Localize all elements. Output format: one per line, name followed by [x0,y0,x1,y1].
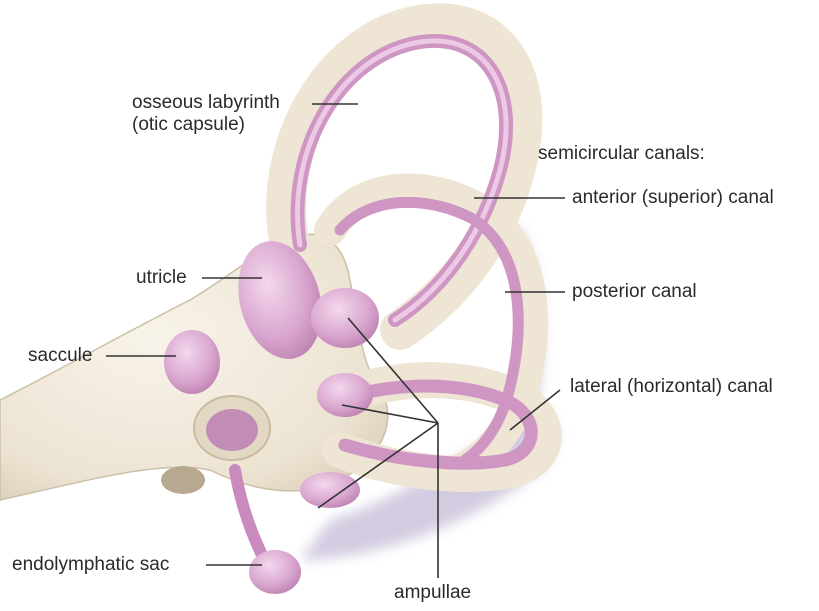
label-anterior-canal: anterior (superior) canal [572,187,774,209]
label-saccule: saccule [28,345,92,367]
label-otic-capsule: (otic capsule) [132,114,280,136]
label-endolymphatic-sac: endolymphatic sac [12,554,169,576]
label-lateral-canal: lateral (horizontal) canal [570,376,773,398]
label-osseous-labyrinth-line1: osseous labyrinth [132,92,280,114]
label-utricle: utricle [136,267,187,289]
label-posterior-canal: posterior canal [572,281,697,303]
label-osseous-labyrinth: osseous labyrinth (otic capsule) [132,92,280,136]
label-ampullae: ampullae [394,582,471,604]
label-semicircular-canals: semicircular canals: [538,143,705,165]
